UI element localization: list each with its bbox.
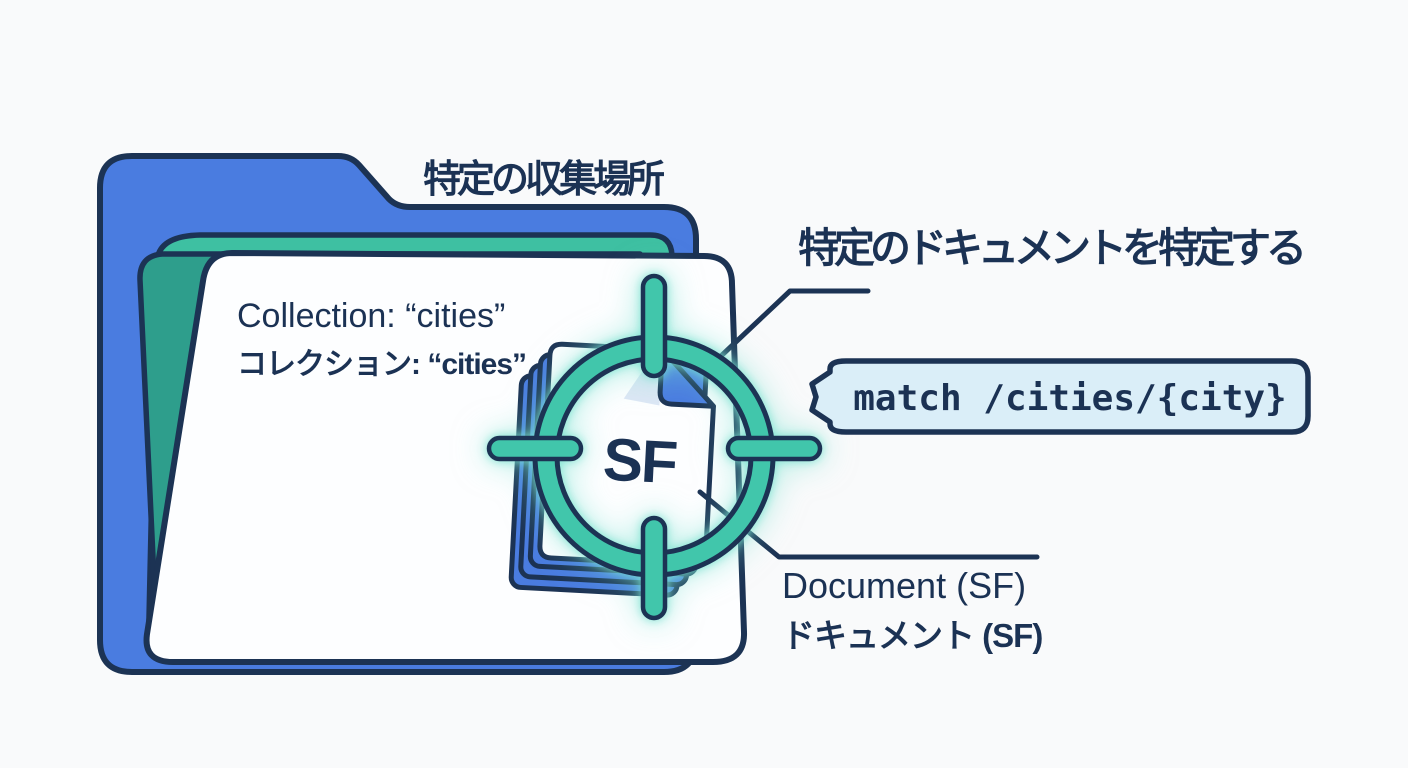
annotation-top-label: 特定のドキュメントを特定する xyxy=(798,225,1302,271)
document-badge: SF xyxy=(601,426,677,497)
fold-corner xyxy=(657,347,716,409)
crosshair-tick-right xyxy=(725,435,823,462)
crosshair-tick-left xyxy=(486,435,584,462)
folder-title: 特定の収集場所 xyxy=(423,159,664,201)
annotation-document-en: Document (SF) xyxy=(782,565,1026,606)
code-bubble: match /cities/{city} xyxy=(809,358,1311,435)
crosshair-target xyxy=(486,273,823,621)
connector-top-line xyxy=(718,288,871,359)
code-bubble-text: match /cities/{city} xyxy=(853,378,1286,419)
crosshair-tick-top xyxy=(640,273,668,379)
crosshair-tick-bottom xyxy=(640,515,668,621)
code-bubble-shape xyxy=(809,358,1311,435)
annotation-document-ja: ドキュメント (SF) xyxy=(782,617,1042,654)
collection-label-en: Collection: “cities” xyxy=(237,297,505,335)
connector-bottom-line xyxy=(697,489,1040,560)
collection-label-ja: コレクション: “cities” xyxy=(237,348,526,381)
